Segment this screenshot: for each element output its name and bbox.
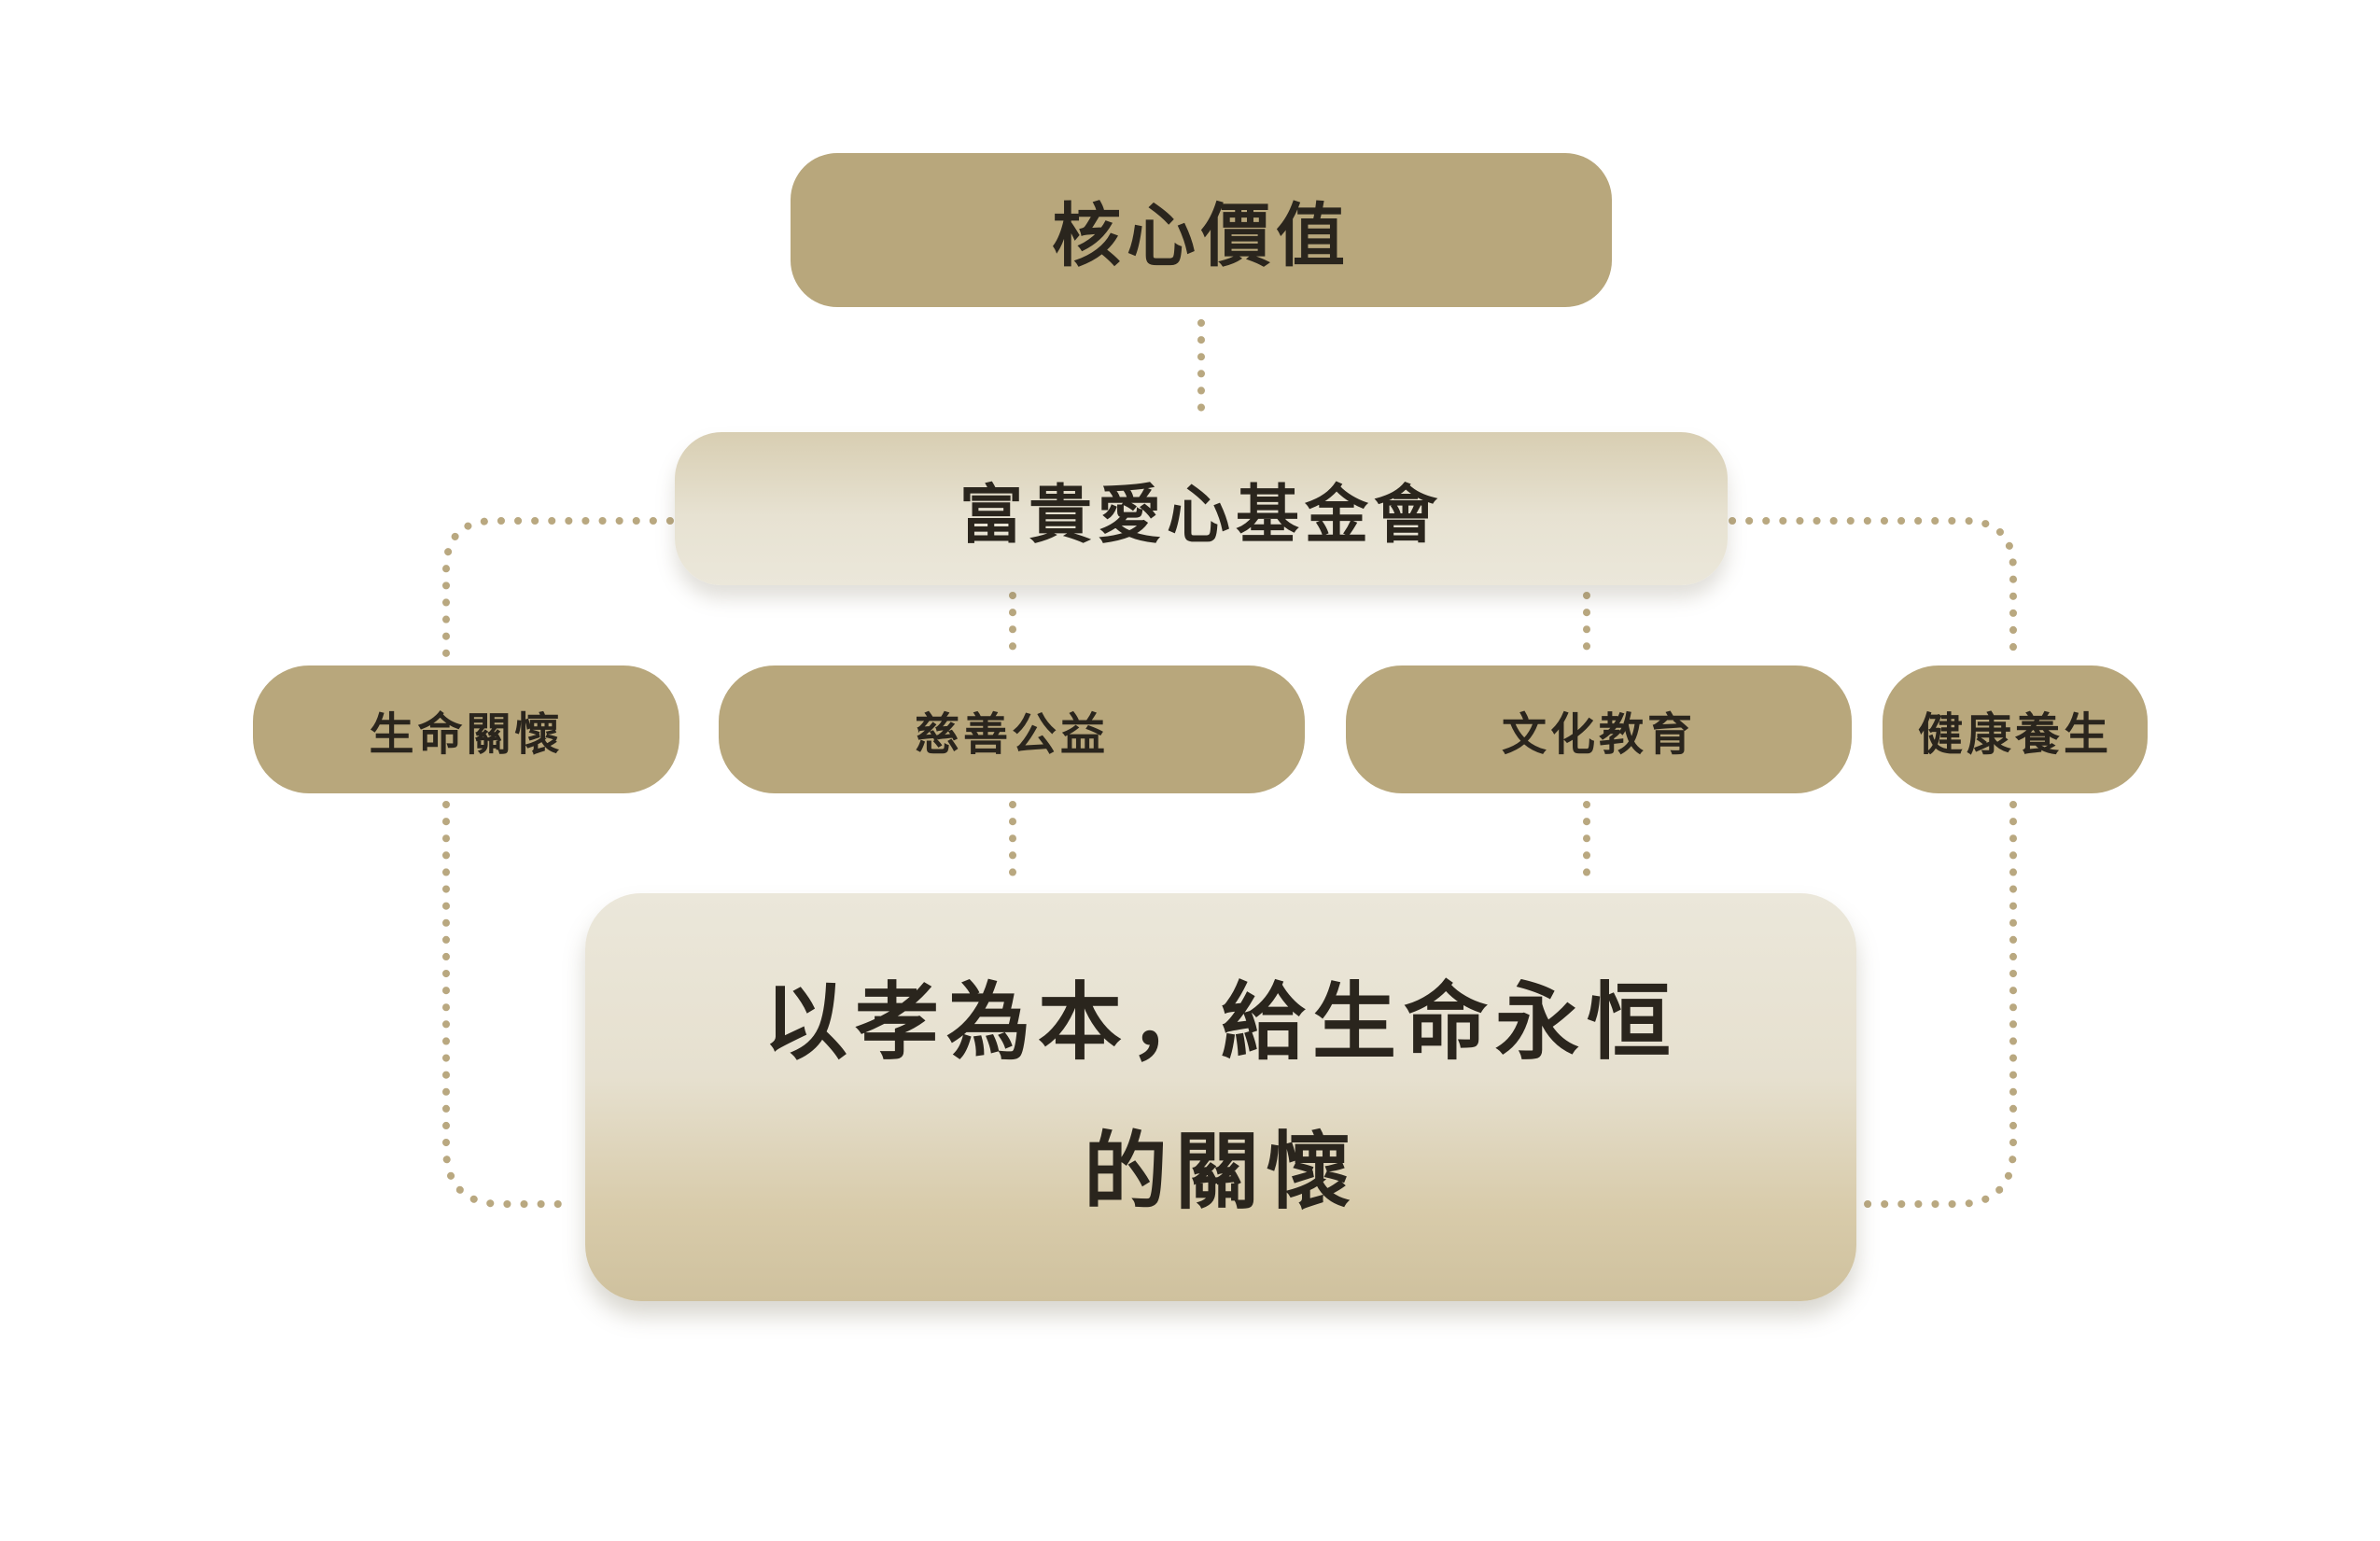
branch-label: 生命關懷 xyxy=(369,707,564,761)
connector-org-left-loop xyxy=(442,517,674,657)
branch-life-care: 生命關懷 xyxy=(253,665,679,793)
motto-line-1: 以孝為本，給生命永恒 xyxy=(763,973,1678,1072)
connector-branch4-motto xyxy=(1863,801,2017,1208)
branch-health: 健康養生 xyxy=(1883,665,2148,793)
foundation-label: 富貴愛心基金會 xyxy=(959,478,1443,553)
motto-node: 以孝為本，給生命永恒 的關懷 xyxy=(585,893,1856,1301)
core-values-node: 核心價值 xyxy=(791,153,1612,307)
motto-line-2: 的關懷 xyxy=(1084,1122,1358,1221)
branch-label: 健康養生 xyxy=(1917,707,2112,761)
connector-branch1-motto xyxy=(442,801,578,1208)
branch-charity: 慈善公益 xyxy=(719,665,1305,793)
core-values-label: 核心價值 xyxy=(1052,196,1351,276)
branch-label: 文化教育 xyxy=(1501,707,1696,761)
branch-culture-education: 文化教育 xyxy=(1346,665,1852,793)
connector-org-right-loop xyxy=(1729,517,2017,657)
foundation-node: 富貴愛心基金會 xyxy=(675,432,1728,585)
branch-label: 慈善公益 xyxy=(914,707,1109,761)
